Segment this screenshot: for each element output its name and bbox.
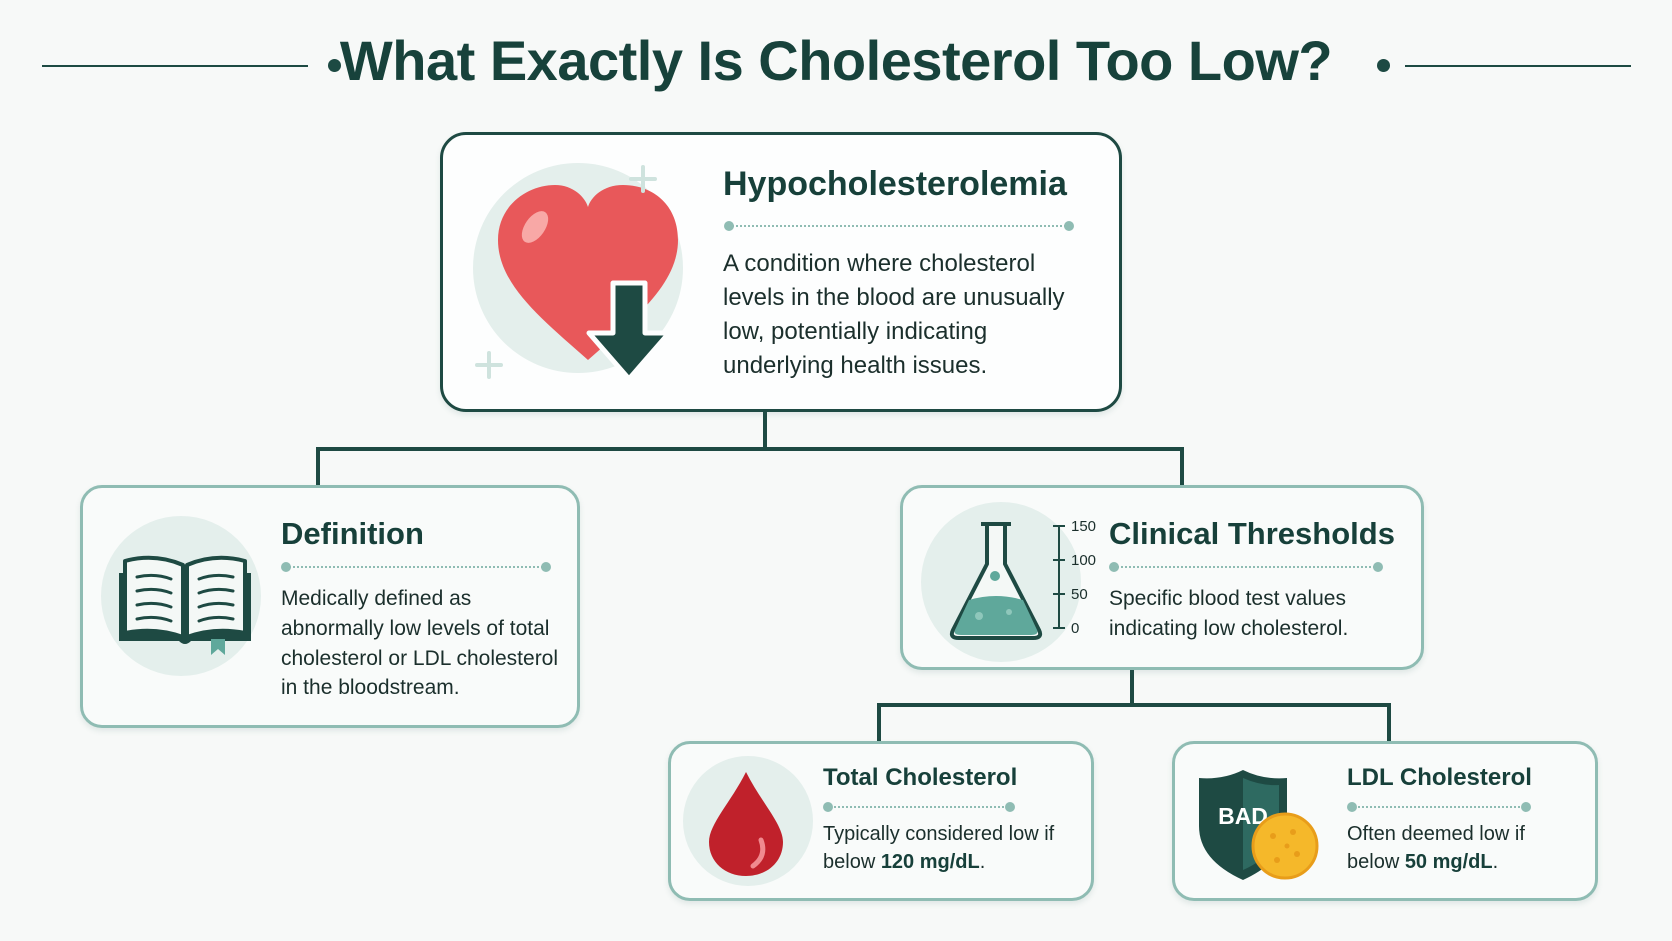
flask-icon: 150 100 50 0 xyxy=(949,518,1096,640)
title-dot-right xyxy=(1377,59,1390,72)
book-icon xyxy=(119,555,251,655)
ldl-divider xyxy=(1347,802,1531,812)
ldl-description: Often deemed low if below 50 mg/dL. xyxy=(1347,823,1525,874)
definition-divider xyxy=(281,562,551,572)
connector xyxy=(316,447,1184,451)
definition-heading: Definition xyxy=(281,516,424,551)
title-line-left xyxy=(42,65,308,67)
scale-label-100: 100 xyxy=(1071,552,1096,569)
title-dot-left xyxy=(328,59,341,72)
clinical-thresholds-card: 150 100 50 0 Clinical Thresholds Specifi… xyxy=(900,485,1424,670)
thresholds-heading: Clinical Thresholds xyxy=(1109,516,1395,551)
scale-label-50: 50 xyxy=(1071,586,1088,603)
total-threshold-value: 120 mg/dL xyxy=(880,851,980,874)
connector xyxy=(877,703,1391,707)
main-heading: Hypocholesterolemia xyxy=(723,165,1067,203)
connector xyxy=(877,703,881,743)
thresholds-divider xyxy=(1109,562,1383,572)
scale-label-150: 150 xyxy=(1071,518,1096,535)
connector xyxy=(316,447,320,487)
blood-drop-icon xyxy=(709,772,783,876)
connector xyxy=(763,412,767,450)
heart-down-arrow-icon xyxy=(475,165,678,382)
hypocholesterolemia-card: Hypocholesterolemia A condition where ch… xyxy=(440,132,1122,412)
total-cholesterol-card: Total Cholesterol Typically considered l… xyxy=(668,741,1094,901)
ldl-threshold-value: 50 mg/dL xyxy=(1404,851,1493,874)
shield-icon: BAD xyxy=(1199,770,1319,880)
scale-label-0: 0 xyxy=(1071,620,1079,637)
page-title: What Exactly Is Cholesterol Too Low? xyxy=(339,29,1333,92)
connector xyxy=(1387,703,1391,743)
thresholds-description: Specific blood test values indicating lo… xyxy=(1109,587,1349,640)
title-line-right xyxy=(1405,65,1631,67)
connector xyxy=(1180,447,1184,487)
definition-card: Definition Medically defined as abnormal… xyxy=(80,485,580,728)
main-divider xyxy=(724,221,1074,231)
total-description: Typically considered low if below 120 mg… xyxy=(823,823,1055,874)
ldl-cholesterol-card: BAD LDL Cholesterol Often deemed low if … xyxy=(1172,741,1598,901)
ldl-heading: LDL Cholesterol xyxy=(1347,764,1532,791)
total-heading: Total Cholesterol xyxy=(823,764,1018,791)
main-description: A condition where cholesterol levels in … xyxy=(723,250,1065,380)
connector xyxy=(1130,668,1134,706)
total-divider xyxy=(823,802,1015,812)
definition-description: Medically defined as abnormally low leve… xyxy=(281,587,559,700)
